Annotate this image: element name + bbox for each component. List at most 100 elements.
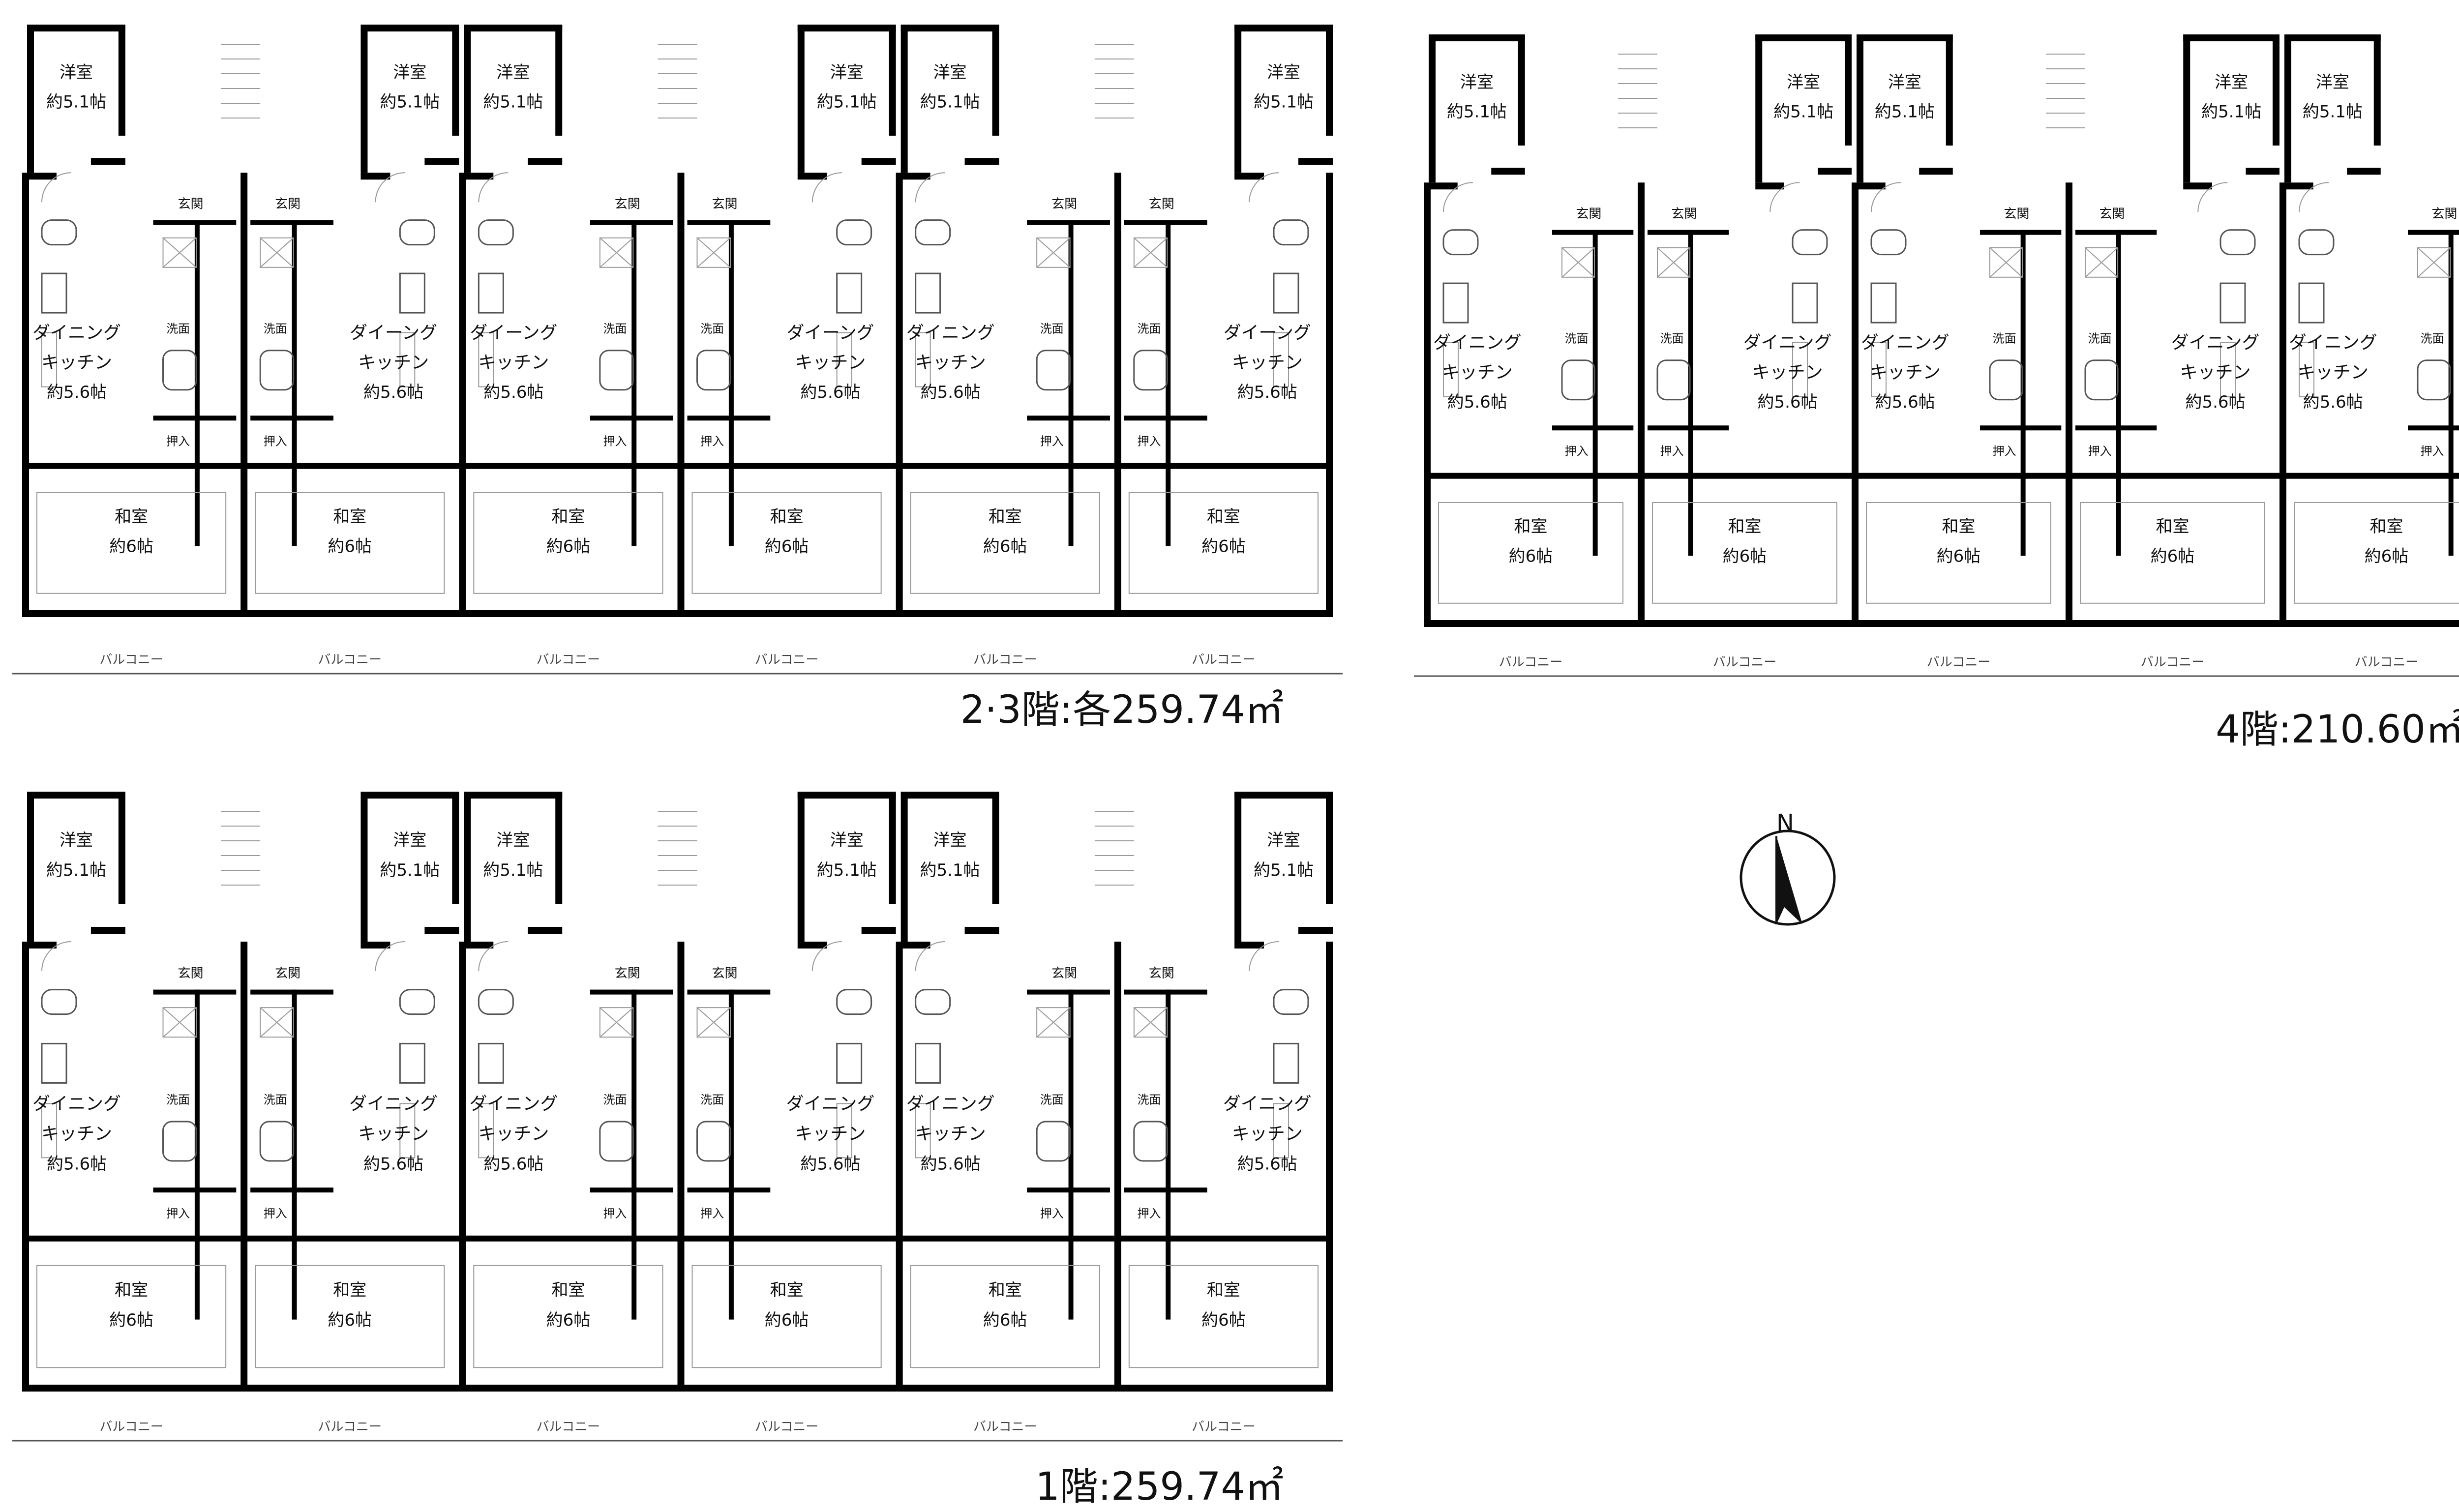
- kitchen-label: キッチン: [1232, 1124, 1303, 1144]
- kitchen-label: キッチン: [1442, 362, 1513, 383]
- western-room-size: 約5.1帖: [1447, 102, 1507, 122]
- balcony-label: バルコニー: [99, 1420, 163, 1434]
- western-room-label: 洋室: [2215, 72, 2248, 92]
- entrance-label: 玄関: [1576, 207, 1601, 222]
- entrance-label: 玄関: [2099, 207, 2125, 222]
- dining-kitchen-size: 約5.6帖: [921, 383, 981, 402]
- washroom-label: 洗面: [1993, 332, 2016, 346]
- western-room-label: 洋室: [1787, 72, 1820, 92]
- japanese-room-size: 約6帖: [765, 536, 809, 556]
- western-room-label: 洋室: [933, 830, 967, 850]
- entrance-label: 玄関: [615, 966, 640, 981]
- western-room-label: 洋室: [1267, 62, 1300, 82]
- storage-label: 押入: [1040, 435, 1064, 448]
- japanese-room-label: 和室: [770, 1280, 804, 1300]
- dining-label: ダイニング: [2289, 333, 2377, 353]
- dining-label: ダイニング: [1223, 1094, 1312, 1114]
- balcony-label: バルコニー: [973, 652, 1037, 667]
- storage-label: 押入: [1137, 435, 1161, 448]
- kitchen-label: キッチン: [1752, 362, 1823, 383]
- storage-label: 押入: [264, 435, 287, 448]
- japanese-room-label: 和室: [551, 1280, 585, 1300]
- entrance-label: 玄関: [2431, 207, 2457, 222]
- floor-area-caption: 2·3階:各259.74㎡: [960, 688, 1284, 732]
- japanese-room-label: 和室: [2156, 517, 2189, 536]
- western-room-size: 約5.1帖: [46, 92, 106, 112]
- dining-kitchen-size: 約5.6帖: [1237, 383, 1297, 402]
- japanese-room-label: 和室: [1728, 517, 1762, 536]
- entrance-label: 玄関: [1149, 197, 1174, 212]
- washroom-label: 洗面: [700, 322, 724, 336]
- kitchen-label: キッチン: [1870, 362, 1941, 383]
- japanese-room-label: 和室: [551, 507, 585, 527]
- western-room-size: 約5.1帖: [483, 860, 543, 880]
- entrance-label: 玄関: [1671, 207, 1697, 222]
- washroom-label: 洗面: [700, 1093, 724, 1106]
- dining-kitchen-size: 約5.6帖: [47, 383, 107, 402]
- balcony-label: バルコニー: [755, 652, 818, 667]
- north-arrow-icon: [1776, 836, 1802, 924]
- western-room-size: 約5.1帖: [920, 92, 980, 112]
- washroom-label: 洗面: [1565, 332, 1589, 346]
- kitchen-label: キッチン: [478, 1124, 549, 1144]
- dining-label: ダイニング: [32, 1094, 121, 1114]
- japanese-room-size: 約6帖: [983, 536, 1027, 556]
- storage-label: 押入: [1565, 445, 1589, 458]
- balcony-label: バルコニー: [1192, 1420, 1255, 1434]
- balcony-label: バルコニー: [537, 652, 600, 667]
- washroom-label: 洗面: [264, 322, 287, 336]
- entrance-label: 玄関: [1051, 197, 1077, 212]
- japanese-room-size: 約6帖: [1509, 546, 1553, 566]
- western-room-label: 洋室: [1888, 72, 1921, 92]
- entrance-label: 玄関: [178, 197, 203, 212]
- washroom-label: 洗面: [2088, 332, 2112, 346]
- balcony-label: バルコニー: [973, 1420, 1037, 1434]
- japanese-room-size: 約6帖: [109, 536, 153, 556]
- kitchen-label: キッチン: [41, 353, 112, 373]
- japanese-room-size: 約6帖: [1201, 536, 1246, 556]
- entrance-label: 玄関: [275, 197, 300, 212]
- dining-label: ダイーング: [470, 323, 557, 343]
- kitchen-label: キッチン: [2298, 362, 2369, 383]
- storage-label: 押入: [264, 1207, 287, 1220]
- western-room-size: 約5.1帖: [1773, 102, 1833, 122]
- kitchen-label: キッチン: [915, 1124, 986, 1144]
- western-room-label: 洋室: [496, 62, 530, 82]
- dining-label: ダイニング: [469, 1094, 558, 1114]
- western-room-label: 洋室: [393, 62, 426, 82]
- western-room-size: 約5.1帖: [1875, 102, 1935, 122]
- dining-kitchen-size: 約5.6帖: [2185, 392, 2245, 412]
- washroom-label: 洗面: [603, 322, 627, 336]
- balcony-label: バルコニー: [1927, 655, 1990, 670]
- balcony-label: バルコニー: [2355, 655, 2418, 670]
- western-room-size: 約5.1帖: [483, 92, 543, 112]
- kitchen-label: キッチン: [2180, 362, 2250, 383]
- storage-label: 押入: [700, 1207, 724, 1220]
- western-room-label: 洋室: [830, 830, 864, 850]
- dining-label: ダイニング: [906, 1094, 995, 1114]
- western-room-size: 約5.1帖: [1254, 860, 1314, 880]
- western-room-size: 約5.1帖: [2303, 102, 2363, 122]
- balcony-label: バルコニー: [1499, 655, 1562, 670]
- washroom-label: 洗面: [1137, 322, 1161, 336]
- japanese-room-label: 和室: [115, 1280, 148, 1300]
- japanese-room-label: 和室: [1514, 517, 1548, 536]
- entrance-label: 玄関: [178, 966, 203, 981]
- kitchen-label: キッチン: [41, 1124, 112, 1144]
- japanese-room-size: 約6帖: [1723, 546, 1767, 566]
- entrance-label: 玄関: [712, 966, 737, 981]
- entrance-label: 玄関: [1051, 966, 1077, 981]
- japanese-room-label: 和室: [1942, 517, 1976, 536]
- washroom-label: 洗面: [1660, 332, 1684, 346]
- kitchen-label: キッチン: [795, 1124, 866, 1144]
